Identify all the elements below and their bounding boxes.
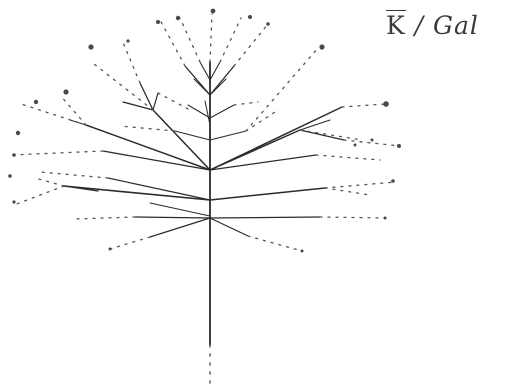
dotted-branch: [325, 182, 396, 188]
solid-branch: [153, 93, 158, 110]
dotted-branch: [248, 236, 302, 251]
branch-tip-dot: [211, 9, 216, 14]
solid-branch: [300, 130, 344, 140]
solid-branch: [135, 217, 210, 218]
dotted-branch: [316, 155, 380, 160]
caption-label: K / Gal: [386, 10, 479, 40]
caption-separator: /: [406, 11, 433, 40]
solid-branch: [210, 79, 226, 95]
dotted-branch: [180, 18, 200, 62]
solid-branch: [150, 203, 210, 216]
dotted-branch: [40, 172, 108, 178]
solid-branch: [210, 188, 325, 200]
dotted-branch: [210, 14, 212, 62]
branch-tip-dot: [88, 44, 93, 49]
branch-tip-dot: [34, 100, 38, 104]
branch-tip-dot: [384, 217, 387, 220]
dotted-branch: [12, 151, 103, 155]
branch-tip-dot: [12, 200, 15, 203]
dotted-branch: [320, 217, 385, 218]
dotted-branch: [94, 64, 153, 110]
branch-tip-dot: [371, 139, 374, 142]
branch-tip-dot: [156, 20, 160, 24]
branch-tip-dot: [12, 153, 16, 157]
branch-tip-dot: [383, 101, 389, 107]
dotted-branch: [35, 178, 64, 186]
solid-branch: [150, 218, 210, 237]
tree-solid-branches: [64, 62, 344, 345]
solid-branch: [210, 217, 320, 218]
dotted-branch: [234, 24, 268, 66]
solid-branch: [123, 102, 153, 110]
dotted-branch: [325, 188, 370, 195]
dotted-branch: [110, 237, 150, 249]
solid-branch: [200, 62, 210, 80]
branch-tip-dot: [126, 39, 129, 42]
solid-branch: [210, 131, 246, 140]
branch-tip-dot: [109, 248, 112, 251]
dotted-branch: [122, 40, 140, 83]
branch-tip-dot: [8, 174, 12, 178]
branch-tip-dot: [248, 15, 252, 19]
branch-tip-dot: [354, 144, 357, 147]
branch-tip-dot: [319, 44, 324, 49]
dotted-branch: [220, 18, 241, 62]
dotted-branch: [158, 93, 190, 110]
solid-branch: [140, 83, 153, 110]
solid-branch: [210, 62, 220, 80]
solid-branch: [210, 105, 234, 118]
solid-branch: [194, 79, 210, 95]
branch-tip-dot: [397, 144, 401, 148]
dotted-branch: [14, 186, 64, 205]
solid-branch: [86, 125, 210, 170]
dotted-branch: [120, 126, 175, 131]
dotted-branch: [234, 102, 258, 105]
dotted-branch: [160, 20, 185, 66]
dotted-branch: [246, 48, 318, 131]
branch-tip-dot: [301, 250, 304, 253]
solid-branch: [108, 178, 210, 200]
caption-symbol: K: [386, 10, 406, 38]
solid-branch: [210, 218, 248, 236]
branch-tip-dot: [63, 89, 68, 94]
dotted-branch: [75, 217, 135, 219]
branch-tip-dot: [176, 16, 180, 20]
solid-branch: [64, 186, 210, 200]
branch-tip-dot: [16, 131, 20, 135]
branch-tip-dots: [8, 9, 401, 253]
dotted-branch: [246, 112, 275, 131]
dotted-branch: [342, 104, 385, 107]
branch-tip-dot: [391, 179, 395, 183]
dotted-branch: [300, 130, 362, 140]
caption-word: Gal: [433, 11, 479, 40]
branch-tip-dot: [266, 22, 270, 26]
